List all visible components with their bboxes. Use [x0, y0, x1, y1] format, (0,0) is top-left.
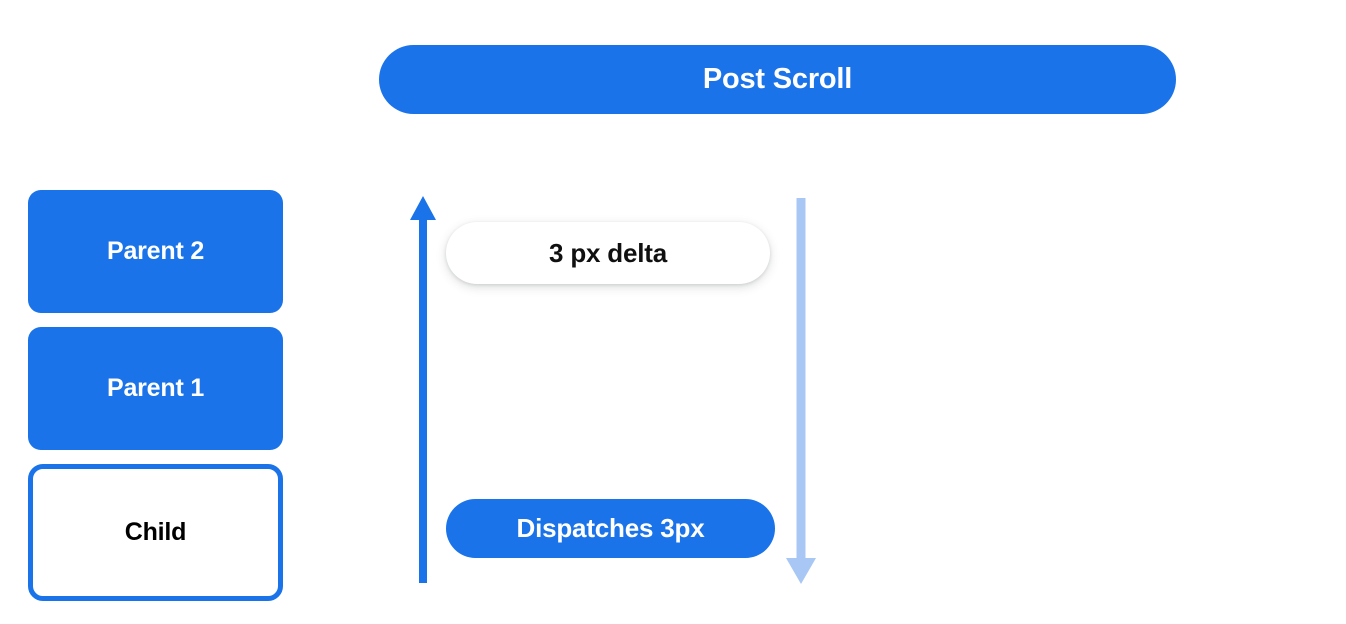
node-parent-2-label: Parent 2 [106, 237, 205, 265]
chip-dispatch-label: Dispatches 3px [516, 513, 705, 543]
scroll-down-arrow-head [786, 558, 816, 584]
scroll-up-arrow [410, 196, 436, 583]
chip-dispatch[interactable]: Dispatches 3px [446, 499, 775, 558]
chip-delta-label: 3 px delta [549, 237, 667, 268]
node-child-label: Child [124, 518, 187, 546]
page-title: Post Scroll [702, 63, 853, 95]
node-child[interactable]: Child [28, 464, 283, 601]
scroll-down-arrow [786, 198, 816, 584]
node-parent-1-label: Parent 1 [106, 374, 205, 402]
scroll-up-arrow-head [410, 196, 436, 220]
node-parent-1[interactable]: Parent 1 [28, 327, 283, 450]
node-stack: Parent 2 Parent 1 Child [28, 190, 283, 601]
chip-delta[interactable]: 3 px delta [446, 222, 770, 284]
node-parent-2[interactable]: Parent 2 [28, 190, 283, 313]
diagram-title-bar: Post Scroll [379, 45, 1176, 114]
